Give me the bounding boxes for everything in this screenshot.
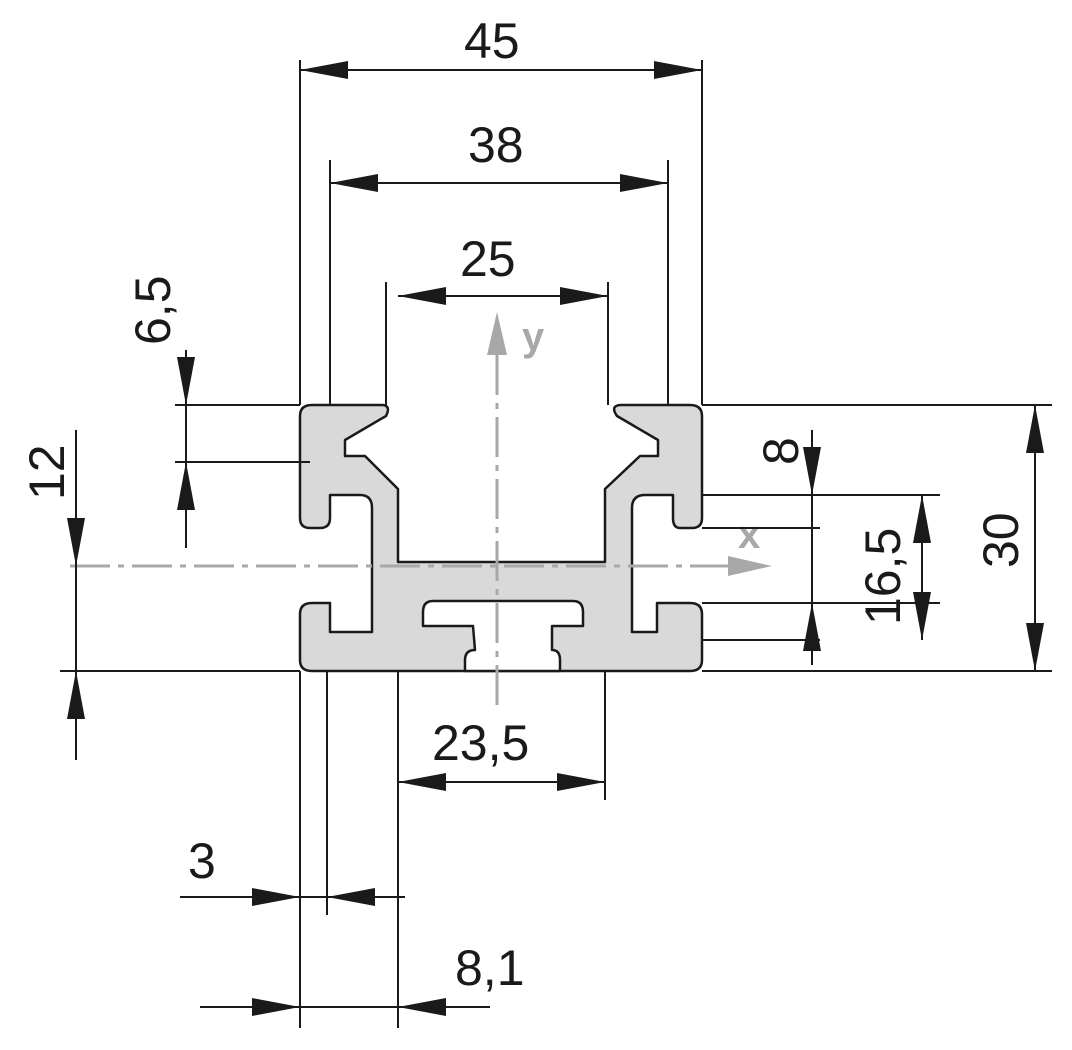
extension-lines <box>60 60 1052 1028</box>
dim-side-slot-height: 8 <box>753 430 821 665</box>
profile-outline <box>298 403 704 673</box>
bottom-t-slot <box>421 599 585 673</box>
profile-section <box>298 403 704 673</box>
dim-label-6-5: 6,5 <box>125 275 181 345</box>
dim-label-38: 38 <box>468 117 524 173</box>
dim-label-8-1: 8,1 <box>455 940 525 996</box>
dim-label-16-5: 16,5 <box>855 528 911 625</box>
dim-label-25: 25 <box>460 231 516 287</box>
dim-label-3: 3 <box>188 833 216 889</box>
dim-overall-height: 30 <box>973 405 1044 671</box>
x-axis-arrowhead <box>728 556 772 576</box>
dim-label-45: 45 <box>464 13 520 69</box>
dim-side-slot-span: 16,5 <box>855 495 931 640</box>
dim-lip-thickness: 6,5 <box>125 275 195 548</box>
dim-label-23-5: 23,5 <box>432 715 529 771</box>
dim-flange-width: 8,1 <box>200 940 525 1016</box>
dim-overall-width: 45 <box>300 13 702 79</box>
axes: y x <box>70 312 772 705</box>
dim-inner-width: 23,5 <box>398 715 605 791</box>
x-axis-label: x <box>738 513 760 557</box>
dim-axis-offset: 12 <box>19 430 85 760</box>
dim-label-30: 30 <box>973 512 1029 568</box>
y-axis-label: y <box>522 315 545 359</box>
y-axis-arrowhead <box>487 312 507 355</box>
dim-label-12: 12 <box>19 444 75 500</box>
dim-wall-thickness: 3 <box>180 833 405 906</box>
dim-label-8: 8 <box>753 437 809 465</box>
dim-slot-opening: 25 <box>398 231 608 305</box>
dim-slot-outer-width: 38 <box>330 117 668 192</box>
